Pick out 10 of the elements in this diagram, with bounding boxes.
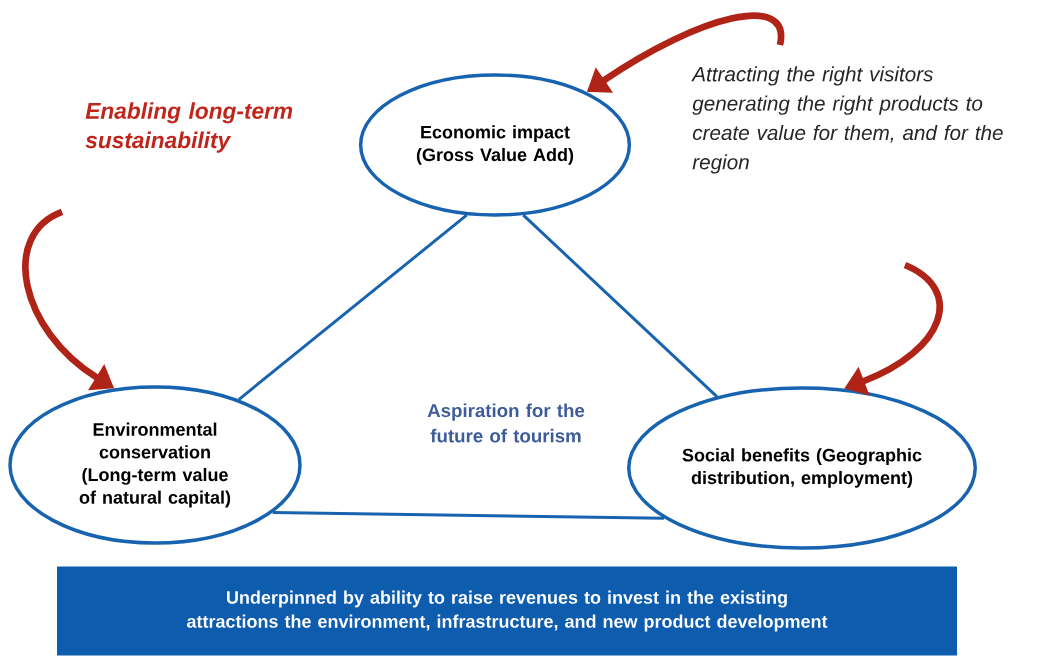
connector-line (272, 511, 664, 520)
ellipse-node: Social benefits (Geographic distribution, employment) (627, 386, 977, 550)
side-note: Attracting the right visitors generating the right products to create value for them, and for the region (691, 66, 1003, 174)
ellipse-node: Environmental conservation (Long-term value of natural capital) (8, 385, 302, 545)
ellipse-node: Economic impact (Gross Value Add) (358, 73, 632, 217)
connector-line (237, 214, 468, 401)
banner-box: Underpinned by ability to raise revenues to invest in the existing attractions the environment, infrastructure, and new product development (57, 566, 957, 656)
connector-line (522, 214, 718, 398)
side-note: Enabling long-term sustainability (85, 102, 293, 153)
center-caption: Aspiration for the future of tourism (427, 403, 585, 443)
